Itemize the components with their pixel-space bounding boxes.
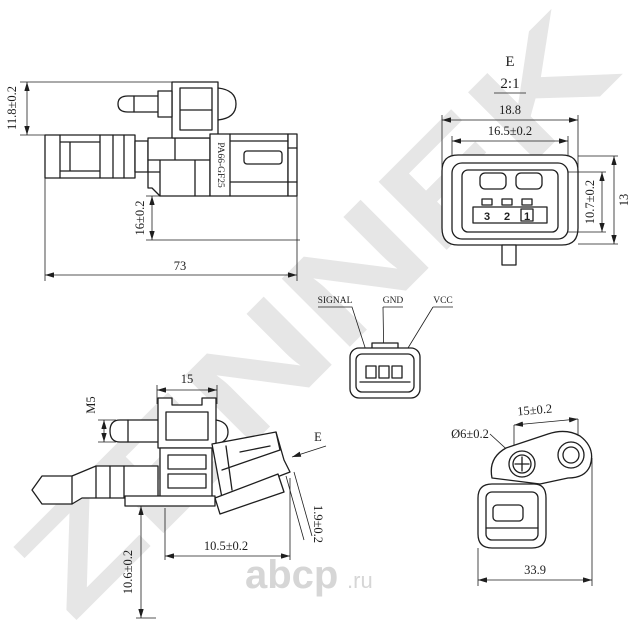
side-view: 11.8±0.2 PA66-GF25 16±0.2 73 xyxy=(5,81,300,281)
pinout-leader-lines xyxy=(318,306,453,367)
inner-width-label: 16.5±0.2 xyxy=(488,124,532,138)
view-label: E xyxy=(505,54,514,70)
bracket-details xyxy=(165,411,209,441)
bracket-details xyxy=(179,87,213,131)
thread-label: M5 xyxy=(84,396,98,413)
overall-width-label: 33.9 xyxy=(524,563,546,577)
outer-width-label: 18.8 xyxy=(499,103,521,117)
pinout-gnd-label: GND xyxy=(383,296,404,306)
connector-view: E 2:1 18.8 16.5±0.2 3 2 1 10.7±0.2 13 xyxy=(441,54,631,266)
pinout-pin-gnd xyxy=(378,365,390,379)
offset-dimension-label: 1.9±0.2 xyxy=(311,505,325,543)
mounting-hole xyxy=(557,441,585,469)
mounting-hole-inner xyxy=(562,446,580,464)
pin-number: 2 xyxy=(504,211,510,223)
hole-diameter-label: Ø6±0.2 xyxy=(451,427,489,441)
base-height-label: 10.6±0.2 xyxy=(121,550,135,594)
connector-latch-window xyxy=(243,150,283,165)
pinout-connector-shell xyxy=(349,347,421,399)
pinout-signal-label: SIGNAL xyxy=(318,296,353,306)
connector-details xyxy=(229,133,298,197)
depth-extension-lines xyxy=(146,195,300,241)
connector-end xyxy=(287,133,298,197)
base-width-label: 10.5±0.2 xyxy=(204,539,248,553)
pinout-vcc-label: VCC xyxy=(433,296,453,306)
connector-key-slot-left xyxy=(479,172,507,190)
height-dimension-label: 11.8±0.2 xyxy=(5,86,19,130)
angled-connector-details xyxy=(221,431,281,491)
barrel-ribs xyxy=(71,465,125,505)
outer-width-extension-lines xyxy=(441,115,579,168)
top-view: Ø6±0.2 15±0.2 33.9 xyxy=(451,402,593,586)
pinout-pin-vcc xyxy=(391,365,403,379)
front-view: M5 15 E 1.9±0.2 10.5±0.2 10.6±0.2 xyxy=(31,372,327,619)
pinout-diagram: SIGNAL GND VCC xyxy=(318,296,453,399)
inner-height-label: 10.7±0.2 xyxy=(583,180,597,224)
mounting-stud xyxy=(109,419,161,443)
watermark-site-tld: .ru xyxy=(347,568,373,593)
stud-nut xyxy=(157,90,173,118)
length-extension-lines xyxy=(44,178,298,281)
pin-terminal xyxy=(521,198,533,206)
connector-inner-shell xyxy=(451,162,569,240)
base-width-extension-lines xyxy=(164,478,291,560)
depth-dimension-label: 16±0.2 xyxy=(133,201,147,236)
offset-extension-lines xyxy=(285,471,313,541)
stud-boss-inner xyxy=(512,454,532,474)
angled-connector-latch xyxy=(214,473,285,515)
pinout-pin-signal xyxy=(365,365,377,379)
connector-cavity xyxy=(485,491,539,541)
connector-housing xyxy=(209,133,289,197)
view-scale: 2:1 xyxy=(500,76,519,92)
sensor-body xyxy=(147,137,211,197)
view-arrow-label: E xyxy=(314,430,322,444)
pin-number: 1 xyxy=(524,211,530,223)
connector-latch xyxy=(492,504,524,522)
connector-bottom-tab xyxy=(501,244,517,266)
pin-terminal xyxy=(501,198,513,206)
watermark-site-name: abcp xyxy=(245,553,338,597)
sensor-base xyxy=(124,495,216,507)
pin-number-strip xyxy=(472,206,548,224)
thread-extension-lines xyxy=(98,419,116,443)
stud-center-mark xyxy=(514,456,530,472)
hole-offset-dimension-line xyxy=(513,417,579,427)
connector-key-slot-right xyxy=(515,172,543,190)
pin-terminal xyxy=(481,198,493,206)
view-arrow xyxy=(291,445,327,458)
height-extension-lines xyxy=(20,81,172,136)
barrel-ribs xyxy=(59,134,125,179)
sensor-body-details xyxy=(147,137,211,197)
bracket-boss xyxy=(217,87,237,121)
sensor-body-window xyxy=(167,473,207,489)
pin-one-marker xyxy=(520,208,534,222)
angled-connector xyxy=(211,431,291,499)
mounting-stud xyxy=(117,95,161,113)
length-dimension-label: 73 xyxy=(174,259,187,273)
outer-height-label: 13 xyxy=(617,194,631,207)
hole-offset-label: 15±0.2 xyxy=(517,402,553,419)
connector-housing xyxy=(477,483,547,549)
pin-number: 3 xyxy=(484,211,490,223)
connector-cavity xyxy=(461,169,559,233)
sensor-barrel xyxy=(31,465,159,505)
material-mark: PA66-GF25 xyxy=(215,142,225,188)
stud-width-label: 15 xyxy=(181,372,194,386)
sensor-body-window xyxy=(167,454,207,470)
pinout-connector-cavity xyxy=(355,353,415,393)
barrel-collar xyxy=(134,140,149,173)
